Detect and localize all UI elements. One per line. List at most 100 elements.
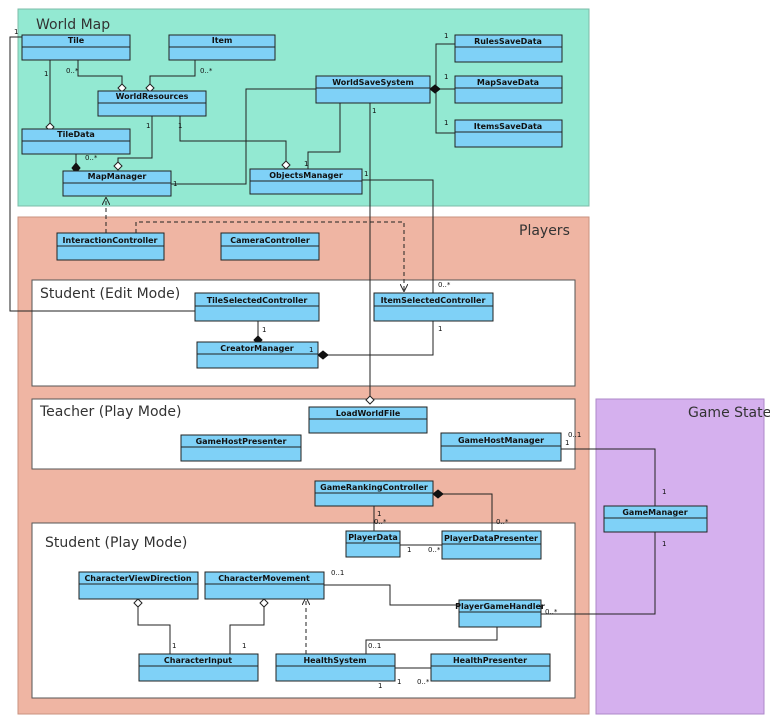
class-tile-selected-controller[interactable]: TileSelectedController — [194, 292, 320, 322]
multiplicity-label: 0..* — [66, 67, 79, 75]
class-character-view-direction[interactable]: CharacterViewDirection — [78, 571, 199, 600]
multiplicity-label: 1 — [304, 160, 308, 168]
multiplicities: 1 1 0..* 0..* 1 1 0..* 1 1 1 1 1 1 1 1 0… — [14, 28, 666, 690]
multiplicity-label: 1 — [438, 325, 442, 333]
class-rules-save-data-label: RulesSaveData — [474, 37, 542, 46]
package-game-state: Game State — [595, 398, 770, 715]
class-tile-selected-controller-label: TileSelectedController — [207, 296, 308, 305]
classes: Tile Item WorldResources TileData MapMan… — [21, 34, 708, 682]
multiplicity-label: 0..* — [496, 518, 509, 526]
multiplicity-label: 0..* — [417, 678, 430, 686]
class-character-movement[interactable]: CharacterMovement — [204, 571, 325, 600]
multiplicity-label: 0..* — [438, 281, 451, 289]
multiplicity-label: 0..* — [428, 546, 441, 554]
class-interaction-controller[interactable]: InteractionController — [56, 232, 165, 261]
multiplicity-label: 1 — [14, 28, 18, 36]
class-player-data[interactable]: PlayerData — [345, 530, 401, 558]
class-game-manager-label: GameManager — [622, 508, 687, 517]
edge-worldsave-itemssave — [435, 89, 455, 134]
class-game-host-manager-label: GameHostManager — [458, 436, 544, 445]
class-game-host-manager[interactable]: GameHostManager — [440, 432, 562, 462]
multiplicity-label: 1 — [364, 170, 368, 178]
class-item[interactable]: Item — [168, 34, 276, 61]
multiplicity-label: 1 — [44, 70, 48, 78]
multiplicity-label: 1 — [173, 180, 177, 188]
class-load-world-file[interactable]: LoadWorldFile — [308, 406, 428, 434]
edge-markers — [45, 83, 444, 608]
edge-movement-input — [229, 604, 265, 654]
class-player-data-presenter[interactable]: PlayerDataPresenter — [441, 530, 542, 560]
multiplicity-label: 0..* — [545, 608, 558, 616]
multiplicity-label: 1 — [172, 642, 176, 650]
multiplicity-label: 1 — [565, 439, 569, 447]
multiplicity-label: 0..1 — [568, 431, 581, 439]
multiplicity-label: 1 — [444, 119, 448, 127]
class-objects-manager[interactable]: ObjectsManager — [249, 168, 363, 195]
class-character-movement-label: CharacterMovement — [218, 574, 310, 583]
edge-worldresources-objectsmanager — [179, 116, 287, 163]
multiplicity-label: 1 — [378, 682, 382, 690]
class-health-presenter-label: HealthPresenter — [453, 656, 527, 665]
class-items-save-data[interactable]: ItemsSaveData — [454, 119, 563, 148]
package-student-edit-label: Student (Edit Mode) — [40, 286, 180, 302]
class-tile-data[interactable]: TileData — [21, 128, 131, 155]
multiplicity-label: 1 — [372, 107, 376, 115]
class-game-host-presenter[interactable]: GameHostPresenter — [180, 434, 302, 462]
package-teacher-play-label: Teacher (Play Mode) — [39, 404, 181, 420]
edge-movement-playergamehandler — [324, 584, 459, 606]
multiplicity-label: 0..* — [85, 154, 98, 162]
class-map-save-data[interactable]: MapSaveData — [454, 75, 563, 104]
composition-marker — [432, 489, 444, 499]
class-map-save-data-label: MapSaveData — [477, 78, 539, 87]
class-camera-controller-label: CameraController — [230, 236, 310, 245]
edges — [9, 36, 656, 669]
class-tile-data-label: TileData — [57, 130, 95, 139]
class-tile[interactable]: Tile — [21, 34, 131, 61]
class-item-selected-controller-label: ItemSelectedController — [381, 296, 486, 305]
multiplicity-label: 1 — [397, 678, 401, 686]
class-game-manager[interactable]: GameManager — [603, 505, 708, 533]
aggregation-marker — [365, 395, 375, 405]
multiplicity-label: 0..* — [374, 518, 387, 526]
class-camera-controller[interactable]: CameraController — [220, 232, 320, 261]
class-map-manager-label: MapManager — [88, 172, 147, 181]
package-players-label: Players — [519, 223, 570, 239]
class-player-game-handler[interactable]: PlayerGameHandler — [455, 599, 545, 628]
edge-playergamehandler-health — [365, 627, 498, 654]
multiplicity-label: 1 — [407, 546, 411, 554]
multiplicity-label: 0..1 — [368, 642, 381, 650]
class-rules-save-data[interactable]: RulesSaveData — [454, 34, 563, 63]
aggregation-marker — [133, 598, 143, 608]
multiplicity-label: 1 — [262, 326, 266, 334]
package-world-map-label: World Map — [36, 17, 110, 33]
class-health-system[interactable]: HealthSystem — [275, 653, 396, 682]
class-character-input-label: CharacterInput — [164, 656, 232, 665]
class-character-input[interactable]: CharacterInput — [138, 653, 259, 682]
class-item-selected-controller[interactable]: ItemSelectedController — [373, 292, 494, 322]
class-health-presenter[interactable]: HealthPresenter — [430, 653, 551, 682]
edge-gamemanager-playergamehandler — [541, 532, 656, 615]
composition-marker — [317, 350, 329, 360]
class-objects-manager-label: ObjectsManager — [269, 171, 343, 180]
multiplicity-label: 0..1 — [331, 569, 344, 577]
multiplicity-label: 1 — [662, 488, 666, 496]
class-player-data-label: PlayerData — [348, 533, 398, 542]
edge-worldsave-mapmanager — [171, 88, 316, 185]
edge-viewdir-input — [137, 604, 171, 654]
edge-objectsmanager-creatormanager — [322, 179, 434, 356]
class-game-host-presenter-label: GameHostPresenter — [196, 437, 287, 446]
class-creator-manager[interactable]: CreatorManager — [196, 341, 319, 369]
multiplicity-label: 1 — [377, 510, 381, 518]
aggregation-marker — [259, 598, 269, 608]
class-world-save-system[interactable]: WorldSaveSystem — [315, 75, 431, 104]
class-world-resources-label: WorldResources — [116, 92, 189, 101]
class-map-manager[interactable]: MapManager — [62, 170, 172, 197]
class-world-resources[interactable]: WorldResources — [97, 90, 207, 117]
class-game-ranking-controller[interactable]: GameRankingController — [314, 480, 434, 507]
multiplicity-label: 1 — [444, 32, 448, 40]
class-items-save-data-label: ItemsSaveData — [474, 122, 542, 131]
edge-gamehost-gamemanager — [561, 448, 656, 506]
edge-tile-tileselectedcontroller — [9, 36, 195, 312]
class-player-data-presenter-label: PlayerDataPresenter — [444, 534, 538, 543]
